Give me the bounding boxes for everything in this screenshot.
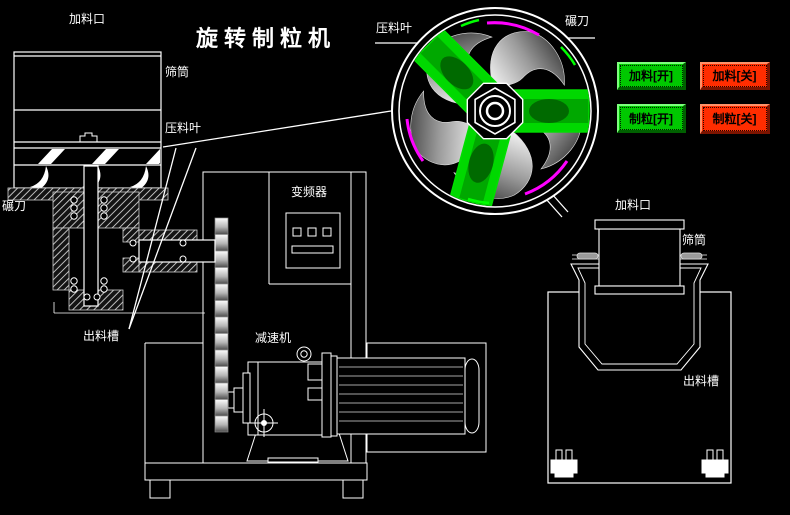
label-feed-inlet-left: 加料口: [69, 12, 106, 26]
cross-section: [52, 165, 216, 314]
feed-on-button[interactable]: 加料[开]: [617, 62, 686, 90]
magenta-arcs: [405, 21, 569, 196]
label-discharge-left: 出料槽: [83, 329, 120, 343]
green-arcs: [460, 18, 577, 205]
granulate-off-button[interactable]: 制粒[关]: [700, 104, 770, 134]
label-press-blade-detail: 压料叶: [376, 21, 413, 35]
right-machine: [547, 219, 732, 484]
label-sieve-right: 筛筒: [682, 233, 707, 247]
hopper-box: [13, 51, 162, 189]
label-feed-inlet-right: 加料口: [615, 198, 652, 212]
detail-circle: [391, 7, 599, 215]
page-title: 旋转制粒机: [196, 26, 337, 51]
label-roller-knife-detail: 碾刀: [565, 14, 590, 28]
label-reducer: 减速机: [255, 331, 292, 345]
press-blades-green: [412, 28, 590, 206]
inverter-panel: [285, 212, 341, 269]
label-discharge-right: 出料槽: [683, 374, 720, 388]
gear-wheel: [214, 217, 229, 433]
press-blades-band: [38, 149, 160, 164]
label-press-blade-left: 压料叶: [165, 121, 202, 135]
adjustable-feet: [550, 449, 729, 478]
label-roller-knife-left: 碾刀: [2, 199, 27, 213]
label-inverter: 变频器: [291, 185, 328, 199]
feed-off-button[interactable]: 加料[关]: [700, 62, 770, 90]
machine-base: [144, 429, 368, 499]
motor-assembly: [227, 342, 487, 453]
hub-nut: [466, 82, 524, 140]
label-sieve-left: 筛筒: [165, 65, 190, 79]
granulate-on-button[interactable]: 制粒[开]: [617, 104, 686, 133]
